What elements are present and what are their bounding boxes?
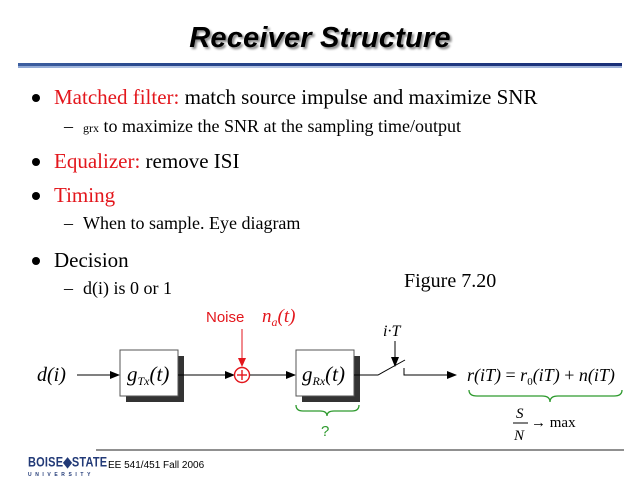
snr-denominator: N xyxy=(513,428,525,444)
bullet-icon xyxy=(32,257,40,265)
snr-numerator: S xyxy=(516,406,524,422)
university-logo: BOISE◆STATE UNIVERSITY xyxy=(28,451,107,478)
logo-sub-text: UNIVERSITY xyxy=(28,472,95,478)
unknown-marker: ? xyxy=(321,423,329,440)
footer-divider xyxy=(96,449,624,451)
bullet-icon xyxy=(32,192,40,200)
tx-block xyxy=(119,349,179,397)
sub-bullet-text: When to sample. Eye diagram xyxy=(83,213,301,233)
bullet-label: Equalizer: xyxy=(54,149,141,173)
bullet-icon xyxy=(32,94,40,102)
output-brace xyxy=(468,389,623,403)
bullet-text: match source impulse and maximize SNR xyxy=(179,85,538,109)
sub-bullet-text: to maximize the SNR at the sampling time… xyxy=(99,116,461,136)
rx-block xyxy=(295,349,355,397)
bullet-label: Timing xyxy=(54,183,116,207)
bullet-label: Matched filter: xyxy=(54,85,180,109)
output-line xyxy=(403,368,457,379)
dash-icon: – xyxy=(64,213,73,233)
bullet-icon xyxy=(32,158,40,166)
grx-prefix: grx xyxy=(83,121,99,135)
title-underline xyxy=(18,63,622,68)
snr-max-label: → max xyxy=(531,415,576,431)
switch-line xyxy=(354,359,406,376)
sub-bullet-text: d(i) is 0 or 1 xyxy=(83,278,172,298)
output-equation: r(iT) = r0(iT) + n(iT) xyxy=(467,365,615,388)
sampler-label: i·T xyxy=(383,323,401,340)
footer-course: EE 541/451 Fall 2006 xyxy=(108,460,205,471)
dash-icon: – xyxy=(64,116,73,136)
logo-main-text: BOISE◆STATE xyxy=(28,455,108,471)
noise-label: Noise xyxy=(206,309,244,326)
tx-block-label: gTx(t) xyxy=(127,362,169,388)
figure-label: Figure 7.20 xyxy=(404,270,497,292)
noise-symbol: na(t) xyxy=(262,306,295,329)
rx-block-label: gRx(t) xyxy=(302,362,345,388)
rx-brace xyxy=(295,404,360,417)
bullet-text: Decision xyxy=(54,248,129,272)
dash-icon: – xyxy=(64,278,73,298)
slide-title: Receiver Structure xyxy=(189,22,451,54)
bullet-text: remove ISI xyxy=(140,149,240,173)
input-label: d(i) xyxy=(37,364,66,386)
